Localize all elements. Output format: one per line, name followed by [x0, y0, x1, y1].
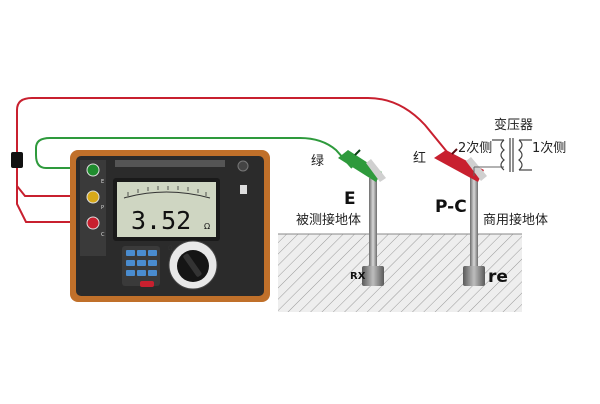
transformer-primary: 1次侧 — [532, 140, 566, 156]
secondary-coil — [500, 139, 505, 171]
clip-e-grip — [354, 149, 361, 156]
ground-area — [278, 234, 522, 312]
clip-e-jaw — [366, 159, 386, 182]
clip-pc-jaw — [466, 157, 487, 181]
key-4[interactable] — [126, 260, 135, 266]
tester-top-strip — [115, 160, 225, 167]
green-wire-label: 绿 — [311, 154, 324, 169]
range-knob-label: Ω — [168, 245, 173, 252]
rod-pc-weight — [463, 266, 485, 286]
port-p-label: P — [101, 205, 104, 211]
lcd-scale-ticks — [127, 186, 207, 196]
lcd-reading: 3.52 — [131, 206, 191, 235]
lcd-screen — [117, 182, 216, 237]
transformer-title: 变压器 — [494, 117, 533, 133]
key-6[interactable] — [148, 260, 157, 266]
key-2[interactable] — [137, 250, 146, 256]
port-c[interactable] — [86, 216, 100, 230]
electrode-pc — [434, 148, 504, 286]
rod-e-weight — [362, 266, 384, 286]
lcd-unit: Ω — [204, 222, 210, 231]
rod-e — [369, 178, 377, 268]
electrode-e-label: E — [344, 189, 356, 209]
keypad-buttons — [126, 250, 157, 276]
port-c-label: C — [101, 232, 105, 238]
electrode-pc-label: P-C — [435, 197, 467, 217]
lcd-scale-arc — [123, 191, 211, 199]
electrode-pc-desc: 商用接地体 — [483, 212, 548, 228]
clip-e-body[interactable] — [338, 150, 382, 182]
green-wire — [35, 137, 353, 169]
re-label: re — [488, 267, 508, 287]
transformer-secondary: 2次侧 — [458, 140, 492, 156]
range-knob-pointer — [183, 253, 202, 277]
earth-resistance-tester: E P C 3.52 Ω — [70, 150, 270, 302]
clip-pc-grip — [451, 148, 458, 155]
wire-clamp — [11, 152, 23, 168]
primary-coil — [518, 139, 523, 171]
clip-pc-body[interactable] — [434, 150, 484, 182]
key-5[interactable] — [137, 260, 146, 266]
start-button[interactable] — [140, 281, 154, 287]
key-9[interactable] — [148, 270, 157, 276]
port-e[interactable] — [86, 163, 100, 177]
key-3[interactable] — [148, 250, 157, 256]
power-button[interactable] — [237, 160, 249, 172]
key-8[interactable] — [137, 270, 146, 276]
red-wire — [16, 97, 453, 223]
port-p[interactable] — [86, 190, 100, 204]
electrode-e-desc: 被测接地体 — [296, 212, 361, 228]
port-e-label: E — [101, 179, 104, 185]
key-7[interactable] — [126, 270, 135, 276]
rod-pc — [470, 176, 478, 268]
red-wire-p-branch — [16, 185, 88, 197]
mode-switch[interactable] — [240, 185, 247, 194]
red-wire-label: 红 — [413, 150, 426, 166]
transformer — [492, 138, 532, 172]
rx-label: RX — [350, 271, 366, 282]
key-1[interactable] — [126, 250, 135, 256]
electrode-e — [338, 149, 386, 286]
